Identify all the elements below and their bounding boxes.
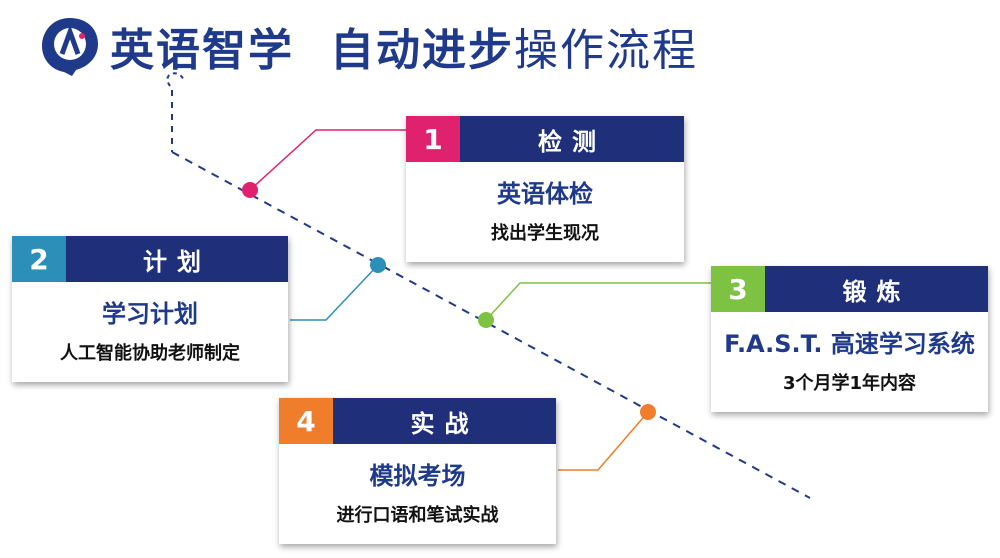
- milestone-dot-2: [370, 257, 386, 273]
- header: 英语智学 自动进步 操作流程: [38, 14, 698, 78]
- step-description: 人工智能协助老师制定: [60, 343, 240, 364]
- step-number: 3: [711, 266, 765, 312]
- step-label: 实战: [333, 398, 556, 444]
- step-number: 2: [12, 236, 66, 282]
- step-number: 1: [406, 116, 460, 162]
- connector-step-3: [485, 282, 712, 321]
- step-title: F.A.S.T. 高速学习系统: [724, 330, 975, 358]
- connector-step-2: [290, 264, 379, 321]
- logo-dashed-arc: [166, 72, 185, 87]
- step-description: 找出学生现况: [491, 223, 599, 244]
- step-card-4: 4 实战 模拟考场 进行口语和笔试实战: [279, 398, 556, 544]
- step-card-2: 2 计划 学习计划 人工智能协助老师制定: [12, 236, 288, 382]
- brand-name: 英语智学: [110, 25, 294, 76]
- step-description: 进行口语和笔试实战: [336, 505, 499, 526]
- step-title: 英语体检: [497, 180, 593, 208]
- step-number: 4: [279, 398, 333, 444]
- page-title-bold: 自动进步: [330, 25, 514, 76]
- step-label: 计划: [66, 236, 288, 282]
- page-title-light: 操作流程: [514, 25, 698, 76]
- connector-step-4: [558, 411, 649, 471]
- step-label: 锻炼: [765, 266, 988, 312]
- milestone-dot-1: [242, 182, 258, 198]
- milestone-dot-4: [640, 404, 656, 420]
- milestone-dot-3: [478, 312, 494, 328]
- step-label: 检测: [460, 116, 684, 162]
- step-title: 模拟考场: [369, 462, 466, 490]
- connector-step-1: [249, 129, 410, 191]
- step-card-3: 3 锻炼 F.A.S.T. 高速学习系统 3个月学1年内容: [711, 266, 988, 412]
- step-card-1: 1 检测 英语体检 找出学生现况: [406, 116, 684, 262]
- step-description: 3个月学1年内容: [782, 373, 917, 394]
- step-title: 学习计划: [102, 300, 198, 328]
- logo-icon: [38, 14, 102, 78]
